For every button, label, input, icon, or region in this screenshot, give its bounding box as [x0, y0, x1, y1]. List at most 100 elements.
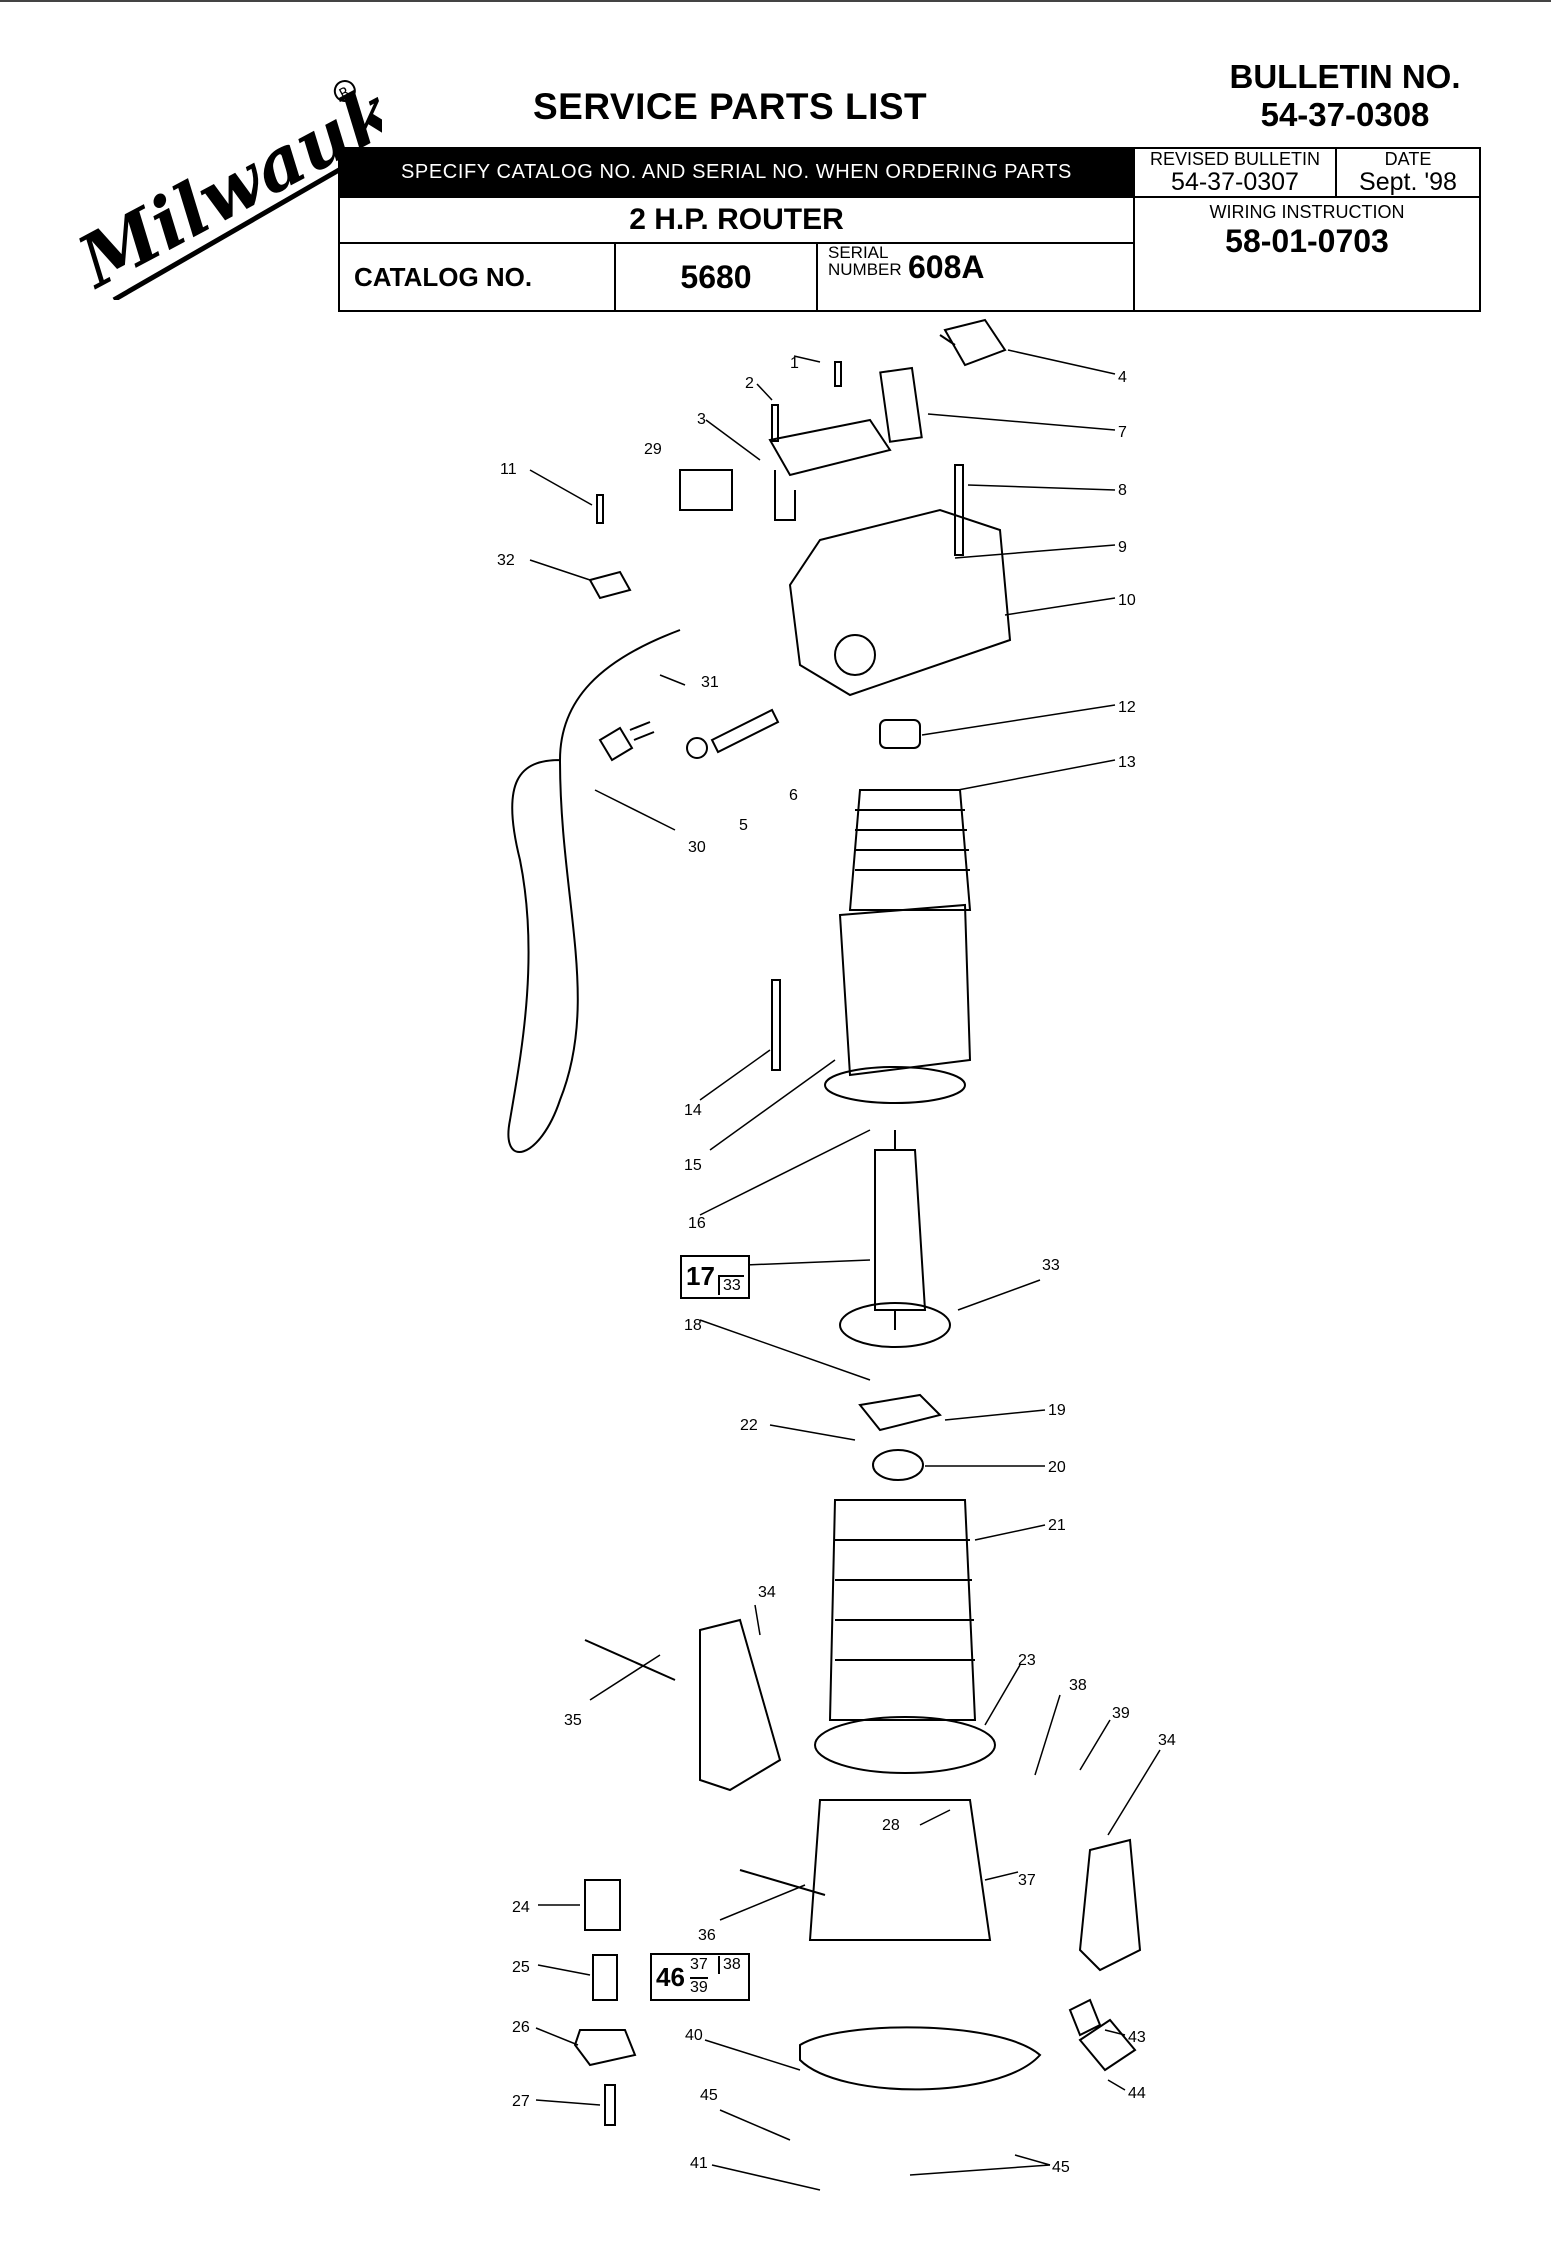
header-table: SPECIFY CATALOG NO. AND SERIAL NO. WHEN … — [338, 147, 1481, 312]
callout: 29 — [644, 441, 662, 458]
screw-27 — [604, 2084, 616, 2126]
screw-11 — [596, 494, 604, 524]
date-value: Sept. '98 — [1359, 168, 1457, 196]
callout: 1 — [790, 355, 799, 372]
label-29 — [679, 469, 733, 511]
callout: 8 — [1118, 482, 1127, 499]
base — [808, 1799, 992, 1941]
motor-housing-21 — [828, 1499, 977, 1721]
wiring-label: WIRING INSTRUCTION — [1209, 202, 1405, 222]
callout: 5 — [739, 817, 748, 834]
collet-nut-24 — [584, 1879, 621, 1931]
fan-33 — [839, 1302, 951, 1348]
screw-14 — [771, 979, 781, 1071]
screw-2 — [771, 404, 779, 442]
revised-bulletin-cell: REVISED BULLETIN 54-37-0307 — [1133, 147, 1337, 198]
callout: 21 — [1048, 1517, 1066, 1534]
callout: 15 — [684, 1157, 702, 1174]
callout: 12 — [1118, 699, 1136, 716]
callout: 34 — [1158, 1732, 1176, 1749]
callout: 41 — [690, 2155, 708, 2172]
catalog-label: CATALOG NO. — [338, 242, 616, 312]
callout: 23 — [1018, 1652, 1036, 1669]
callout: 18 — [684, 1317, 702, 1334]
callout: 35 — [564, 1712, 582, 1729]
serial-cell: SERIAL NUMBER 608A — [816, 242, 1135, 312]
screw-1 — [834, 361, 842, 387]
callout: 39 — [1112, 1705, 1130, 1722]
adjusting-ring — [814, 1716, 996, 1774]
callout: 7 — [1118, 424, 1127, 441]
screw-35 — [584, 1639, 676, 1681]
callout: 24 — [512, 1899, 530, 1916]
bulletin-label: BULLETIN NO. — [1229, 58, 1461, 95]
date-label: DATE — [1384, 149, 1432, 169]
callout: 37 — [1018, 1872, 1036, 1889]
revised-label: REVISED BULLETIN — [1149, 149, 1321, 169]
callout: 44 — [1128, 2085, 1146, 2102]
switch-block — [879, 366, 923, 443]
callout: 14 — [684, 1102, 702, 1119]
callout: 2 — [745, 375, 754, 392]
milwaukee-logo: Milwaukee R — [62, 70, 382, 300]
power-cord — [507, 629, 681, 1153]
box17-main: 17 — [686, 1261, 715, 1291]
switch-assembly — [939, 318, 1007, 367]
callout: 19 — [1048, 1402, 1066, 1419]
motor-housing — [838, 903, 972, 1077]
bearing-retainer — [858, 1393, 942, 1432]
callout: 10 — [1118, 592, 1136, 609]
callout: 6 — [789, 787, 798, 804]
callout: 11 — [500, 461, 517, 478]
callout: 4 — [1118, 369, 1127, 386]
bulletin-number: 54-37-0308 — [1260, 96, 1430, 133]
serial-number: 608A — [908, 249, 985, 285]
callout: 27 — [512, 2093, 530, 2110]
field-assembly — [848, 789, 972, 911]
callout: 26 — [512, 2019, 530, 2036]
product-name: 2 H.P. ROUTER — [338, 196, 1135, 244]
bulletin-block: BULLETIN NO. 54-37-0308 — [1195, 58, 1495, 134]
box46-sub-c: 39 — [690, 1977, 708, 1996]
screw-8 — [954, 464, 964, 556]
revised-number: 54-37-0307 — [1171, 168, 1299, 196]
clamp-knob — [1068, 1998, 1137, 2072]
callout: 45 — [1052, 2159, 1070, 2176]
callout: 25 — [512, 1959, 530, 1976]
top-rule — [0, 0, 1551, 2]
callout: 45 — [700, 2087, 718, 2104]
wiring-number: 58-01-0703 — [1225, 223, 1389, 259]
ground-terminal — [588, 570, 632, 600]
callout-box-46: 46 37 38 39 — [650, 1953, 750, 2001]
serial-label-2: NUMBER — [828, 260, 902, 279]
plug — [598, 721, 655, 762]
callout: 31 — [701, 674, 719, 691]
sub-base-40 — [799, 2026, 1042, 2091]
bearing-12 — [879, 719, 921, 749]
callout: 30 — [688, 839, 706, 856]
bearing-20 — [872, 1449, 924, 1481]
catalog-number: 5680 — [614, 242, 818, 312]
callout: 3 — [697, 411, 706, 428]
callout: 34 — [758, 1584, 776, 1601]
cord-clamp — [768, 418, 892, 521]
nut-26 — [573, 2029, 637, 2067]
serial-label-1: SERIAL — [828, 243, 889, 262]
callout: 32 — [497, 552, 515, 569]
box17-sub: 33 — [718, 1275, 744, 1295]
handle-right — [1078, 1838, 1142, 1972]
ordering-instruction: SPECIFY CATALOG NO. AND SERIAL NO. WHEN … — [338, 147, 1135, 198]
callout: 20 — [1048, 1459, 1066, 1476]
date-cell: DATE Sept. '98 — [1335, 147, 1481, 198]
callout: 33 — [1042, 1257, 1060, 1274]
page-title: SERVICE PARTS LIST — [533, 86, 928, 127]
box46-sub-b: 38 — [718, 1956, 741, 1974]
box46-sub-a: 37 — [690, 1956, 708, 1973]
callout: 43 — [1128, 2029, 1146, 2046]
armature — [874, 1130, 927, 1330]
collet-25 — [592, 1954, 618, 2001]
screw-36 — [739, 1869, 826, 1896]
handle-left — [699, 1618, 782, 1792]
callout: 36 — [698, 1927, 716, 1944]
